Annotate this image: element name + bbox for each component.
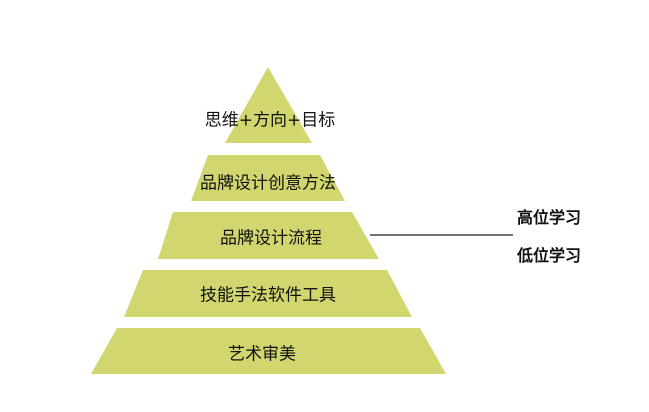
level-4-label: 技能手法软件工具	[200, 285, 336, 306]
lower-learning-label: 低位学习	[517, 246, 582, 265]
pyramid-level-2	[191, 155, 345, 201]
pyramid-level-3	[158, 212, 379, 259]
level-3-label: 品牌设计流程	[220, 228, 322, 249]
pyramid-level-4	[124, 270, 412, 317]
level-2-label: 品牌设计创意方法	[200, 173, 336, 194]
pyramid-level-1	[225, 67, 312, 143]
level-5-label: 艺术审美	[228, 344, 296, 365]
upper-learning-label: 高位学习	[517, 208, 582, 227]
pyramid-level-5	[91, 328, 446, 374]
level-1-label: 思维+方向+目标	[204, 110, 336, 131]
